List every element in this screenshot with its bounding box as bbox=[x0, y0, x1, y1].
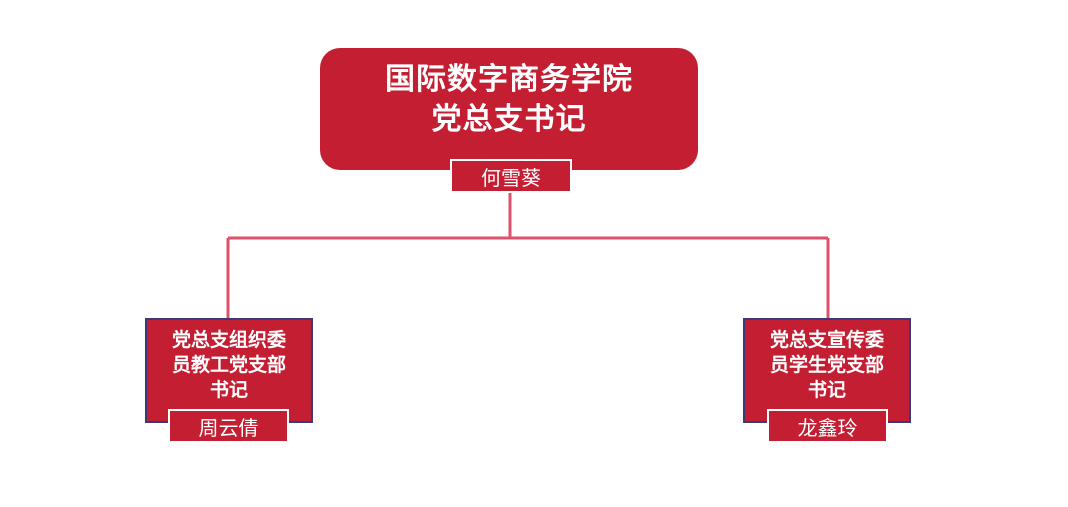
right-node-box: 党总支宣传委 员学生党支部 书记 bbox=[743, 318, 911, 423]
top-node-box: 国际数字商务学院 党总支书记 bbox=[320, 48, 698, 170]
top-node-name-tag: 何雪葵 bbox=[450, 159, 572, 193]
top-node-title-line-2: 党总支书记 bbox=[431, 102, 587, 137]
left-node-box: 党总支组织委 员教工党支部 书记 bbox=[145, 318, 313, 423]
right-node-title-line-3: 书记 bbox=[807, 379, 846, 401]
left-node-name-tag: 周云倩 bbox=[168, 409, 289, 443]
left-node-title-line-3: 书记 bbox=[209, 379, 248, 401]
top-node-title-line-1: 国际数字商务学院 bbox=[385, 62, 633, 97]
left-node-title-line-1: 党总支组织委 bbox=[171, 329, 286, 351]
left-node-title-line-2: 员教工党支部 bbox=[171, 354, 286, 376]
right-node-name-tag: 龙鑫玲 bbox=[767, 409, 888, 443]
right-node-title-line-2: 员学生党支部 bbox=[769, 354, 884, 376]
right-node-title-line-1: 党总支宣传委 bbox=[769, 329, 884, 351]
